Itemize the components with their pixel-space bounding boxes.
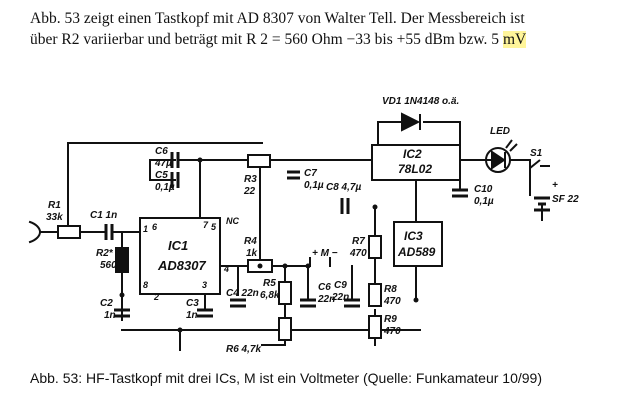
resistor-r9 [368,315,382,339]
label-r3-val: 22 [243,186,256,197]
label-r4-val: 1k [246,248,258,259]
label-r2-val: 560 [100,260,117,271]
label-ic3-name: IC3 [404,229,423,243]
label-c2-name: C2 [100,298,113,309]
cap-c5 [170,172,180,188]
label-ic1-name: IC1 [168,238,188,253]
label-c7-name: C7 [304,168,317,179]
figure-caption: Abb. 53: HF-Tastkopf mit drei ICs, M ist… [30,370,542,386]
label-r2-name: R2* [96,248,114,259]
label-pin6: 6 [152,222,158,232]
cap-c6 [170,152,180,168]
label-pin8: 8 [143,280,148,290]
label-c10-name: C10 [474,184,493,195]
intro-line-2: über R2 variierbar und beträgt mit R 2 =… [30,29,610,50]
label-r6: R6 4,7k [226,344,261,355]
ic3-box [393,221,443,267]
label-c6b-val: 22n [317,294,335,305]
label-ic2-name: IC2 [403,147,422,161]
wire-c5-c6 [179,159,201,219]
label-pin3: 3 [202,280,207,290]
led [485,139,518,173]
label-r8-val: 470 [383,296,401,307]
label-r3-name: R3 [244,174,257,185]
cap-c6b [300,298,316,308]
label-pin2: 2 [153,292,159,302]
label-r1-name: R1 [48,200,61,211]
label-r8-name: R8 [384,284,397,295]
label-c5-name: C5 [155,170,168,181]
wire-meter [309,257,331,267]
label-sf22: SF 22 [552,194,579,205]
label-r7-val: 470 [349,248,367,259]
cap-c7 [287,170,300,180]
intro-paragraph: Abb. 53 zeigt einen Tastkopf mit AD 8307… [30,8,610,50]
cap-c3 [197,308,213,318]
cap-c10 [452,188,468,198]
label-c9-val: 22n [331,292,349,303]
resistor-r6 [278,317,292,341]
switch-s1 [529,159,550,171]
cap-c9 [344,298,360,308]
label-ic1-type: AD8307 [157,258,206,273]
label-pin7: 7 [203,220,209,230]
intro-highlight: mV [502,31,527,48]
label-c6b-name: C6 [318,282,331,293]
wire-top-rail [67,142,263,231]
ic1-box [139,217,221,295]
label-ic3-type: AD589 [397,245,436,259]
label-pin5: 5 [211,222,217,232]
ic2-box [371,144,461,181]
label-r9-name: R9 [384,314,397,325]
label-c1: C1 1n [90,210,117,221]
label-s1: S1 [530,148,543,159]
label-r7-name: R7 [352,236,365,247]
label-r5-val: 6,8k [260,290,280,301]
battery-sf22 [534,196,550,212]
label-c3-name: C3 [186,298,199,309]
label-c6-val: 47µ [154,158,172,169]
label-c5-val: 0,1µ [155,182,175,193]
wire-led-to-switch [509,159,531,196]
label-r5-name: R5 [263,278,276,289]
resistor-r1 [57,225,81,239]
cap-c8 [340,198,350,214]
label-led: LED [490,126,510,137]
wire-c6-left [149,159,176,181]
label-r4-name: R4 [244,236,257,247]
intro-line-2-text: über R2 variierbar und beträgt mit R 2 =… [30,31,503,48]
label-c10-val: 0,1µ [474,196,494,207]
intro-line-1: Abb. 53 zeigt einen Tastkopf mit AD 8307… [30,10,525,27]
resistor-r7 [368,235,382,259]
label-c7-val: 0,1µ [304,180,324,191]
label-r1-val: 33k [46,212,63,223]
label-ic2-type: 78L02 [398,162,432,176]
label-nc: NC [226,216,239,226]
label-c6-name: C6 [155,146,168,157]
label-meter: + M − [312,248,338,259]
cap-c2 [114,308,130,318]
label-c2-val: 1n [104,310,116,321]
wire-diode-bypass [377,121,461,146]
resistor-r8 [368,283,382,307]
label-battery-plus: + [552,180,558,191]
label-c4: C4 22n [226,288,259,299]
label-c8: C8 4,7µ [326,182,361,193]
resistor-r2 [115,247,129,273]
label-pin4: 4 [223,264,229,274]
cap-c4 [230,298,246,308]
label-c9-name: C9 [334,280,347,291]
label-pin1: 1 [143,224,148,234]
resistor-r5 [278,281,292,305]
cap-c1 [104,224,114,240]
input-connector [28,220,42,244]
label-c3-val: 1n [186,310,198,321]
label-r9-val: 470 [383,326,401,337]
resistor-r3 [247,154,271,168]
diode-vd1 [401,112,421,132]
label-vd1: VD1 1N4148 o.ä. [382,96,459,107]
